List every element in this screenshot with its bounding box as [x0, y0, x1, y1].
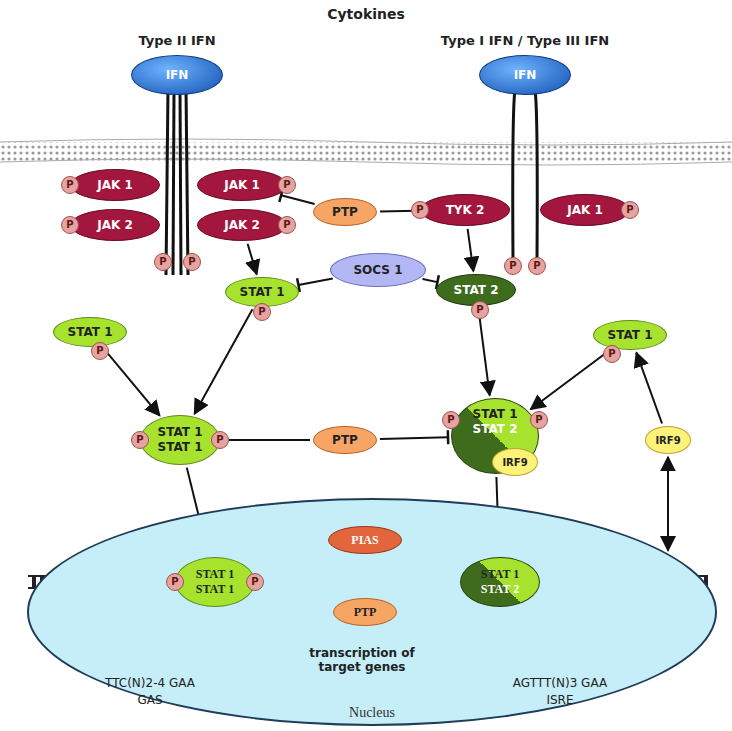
protein-shape: IFN: [479, 55, 571, 95]
motif-label: ISRE: [546, 693, 573, 707]
phospho-mark: P: [61, 176, 79, 194]
node-text: STAT 1: [473, 407, 518, 422]
protein-shape: TYK 2: [420, 194, 510, 226]
node-text: STAT 1: [608, 328, 653, 343]
node-text: JAK 1: [567, 203, 603, 218]
activation-arrow: [195, 309, 253, 413]
node-text: IFN: [514, 68, 537, 83]
protein-shape: IFN: [131, 55, 223, 95]
inhibition-connector: [223, 433, 310, 447]
protein-shape: STAT 1STAT 2 IRF9: [451, 398, 539, 474]
node-text: PTP: [354, 605, 377, 620]
node-text: IRF9: [502, 455, 527, 470]
phospho-mark: P: [278, 216, 296, 234]
protein-shape: PTP: [313, 198, 377, 226]
inhibition-connector: [297, 278, 333, 292]
node-text: STAT 1: [68, 325, 113, 340]
protein-shape: STAT 1STAT 2: [460, 557, 540, 607]
protein-shape: PIAS: [328, 526, 402, 554]
protein-shape: JAK 1: [197, 169, 287, 201]
protein-shape: STAT 1STAT 1: [175, 557, 255, 607]
motif-label: TTC(N)2-4 GAA: [105, 676, 195, 690]
phospho-mark: P: [442, 411, 460, 429]
node-text: STAT 1: [196, 582, 234, 597]
motif-label: AGTTT(N)3 GAA: [513, 676, 607, 690]
protein-shape: JAK 1: [540, 194, 630, 226]
protein-shape: JAK 1: [70, 169, 160, 201]
protein-shape: IRF9: [492, 448, 539, 476]
activation-arrow: [468, 229, 474, 271]
phospho-mark: P: [183, 253, 201, 271]
protein-shape: PTP: [313, 426, 377, 454]
phospho-mark: P: [278, 176, 296, 194]
activation-arrow: [531, 350, 610, 409]
phospho-mark: P: [131, 431, 149, 449]
membrane-edge: [0, 139, 732, 165]
node-text: STAT 1: [196, 567, 234, 582]
protein-shape: STAT 1: [53, 317, 127, 347]
phospho-mark: P: [621, 201, 639, 219]
receptor-type1: [513, 90, 538, 260]
process-label: transcription of target genes: [287, 646, 437, 674]
node-text: TYK 2: [446, 203, 485, 218]
heading: Cytokines: [327, 6, 405, 22]
node-text: STAT 1: [481, 567, 519, 582]
node-text: PTP: [332, 205, 358, 220]
activation-arrow: [478, 309, 489, 395]
inhibition-connector: [380, 430, 448, 444]
heading: Type I IFN / Type III IFN: [441, 33, 609, 48]
phospho-mark: P: [91, 342, 109, 360]
protein-shape: IRF9: [645, 426, 692, 454]
node-text: SOCS 1: [353, 263, 402, 278]
node-text: STAT 1: [158, 440, 203, 455]
node-text: Nucleus: [349, 705, 395, 720]
node-text: IFN: [166, 68, 189, 83]
phospho-mark: P: [61, 216, 79, 234]
node-text: PTP: [332, 433, 358, 448]
node-text: STAT 2: [481, 582, 519, 597]
activation-arrow: [636, 353, 662, 424]
phospho-mark: P: [528, 257, 546, 275]
node-text: JAK 1: [97, 178, 133, 193]
node-text: STAT 1: [158, 425, 203, 440]
node-text: IRF9: [655, 433, 680, 448]
protein-shape: STAT 1STAT 1: [140, 415, 220, 465]
nucleus: NucleusPIASSTAT 1STAT 1PTPSTAT 1STAT 2: [27, 498, 717, 726]
phospho-mark: P: [504, 257, 522, 275]
phospho-mark: P: [603, 345, 621, 363]
node-text: STAT 1: [240, 285, 285, 300]
heading: Type II IFN: [138, 33, 215, 48]
node-text: STAT 2: [454, 283, 499, 298]
node-text: STAT 2: [473, 422, 518, 437]
phospho-mark: P: [253, 303, 271, 321]
node-text: JAK 1: [224, 178, 260, 193]
phospho-mark: P: [246, 573, 264, 591]
receptor-type2: [166, 88, 188, 275]
phospho-mark: P: [211, 431, 229, 449]
protein-shape: SOCS 1: [330, 253, 426, 287]
protein-shape: PTP: [333, 598, 397, 626]
motif-label: GAS: [137, 693, 162, 707]
activation-arrow: [248, 244, 257, 274]
phospho-mark: P: [154, 253, 172, 271]
activation-arrow: [667, 457, 668, 550]
node-text: JAK 2: [224, 218, 260, 233]
node-text: PIAS: [351, 533, 378, 548]
phospho-mark: P: [411, 201, 429, 219]
phospho-mark: P: [530, 411, 548, 429]
phospho-mark: P: [166, 573, 184, 591]
protein-shape: STAT 1: [593, 320, 667, 350]
protein-shape: JAK 2: [70, 209, 160, 241]
activation-arrow: [104, 349, 160, 416]
node-text: JAK 2: [97, 218, 133, 233]
phospho-mark: P: [471, 301, 489, 319]
protein-shape: JAK 2: [197, 209, 287, 241]
